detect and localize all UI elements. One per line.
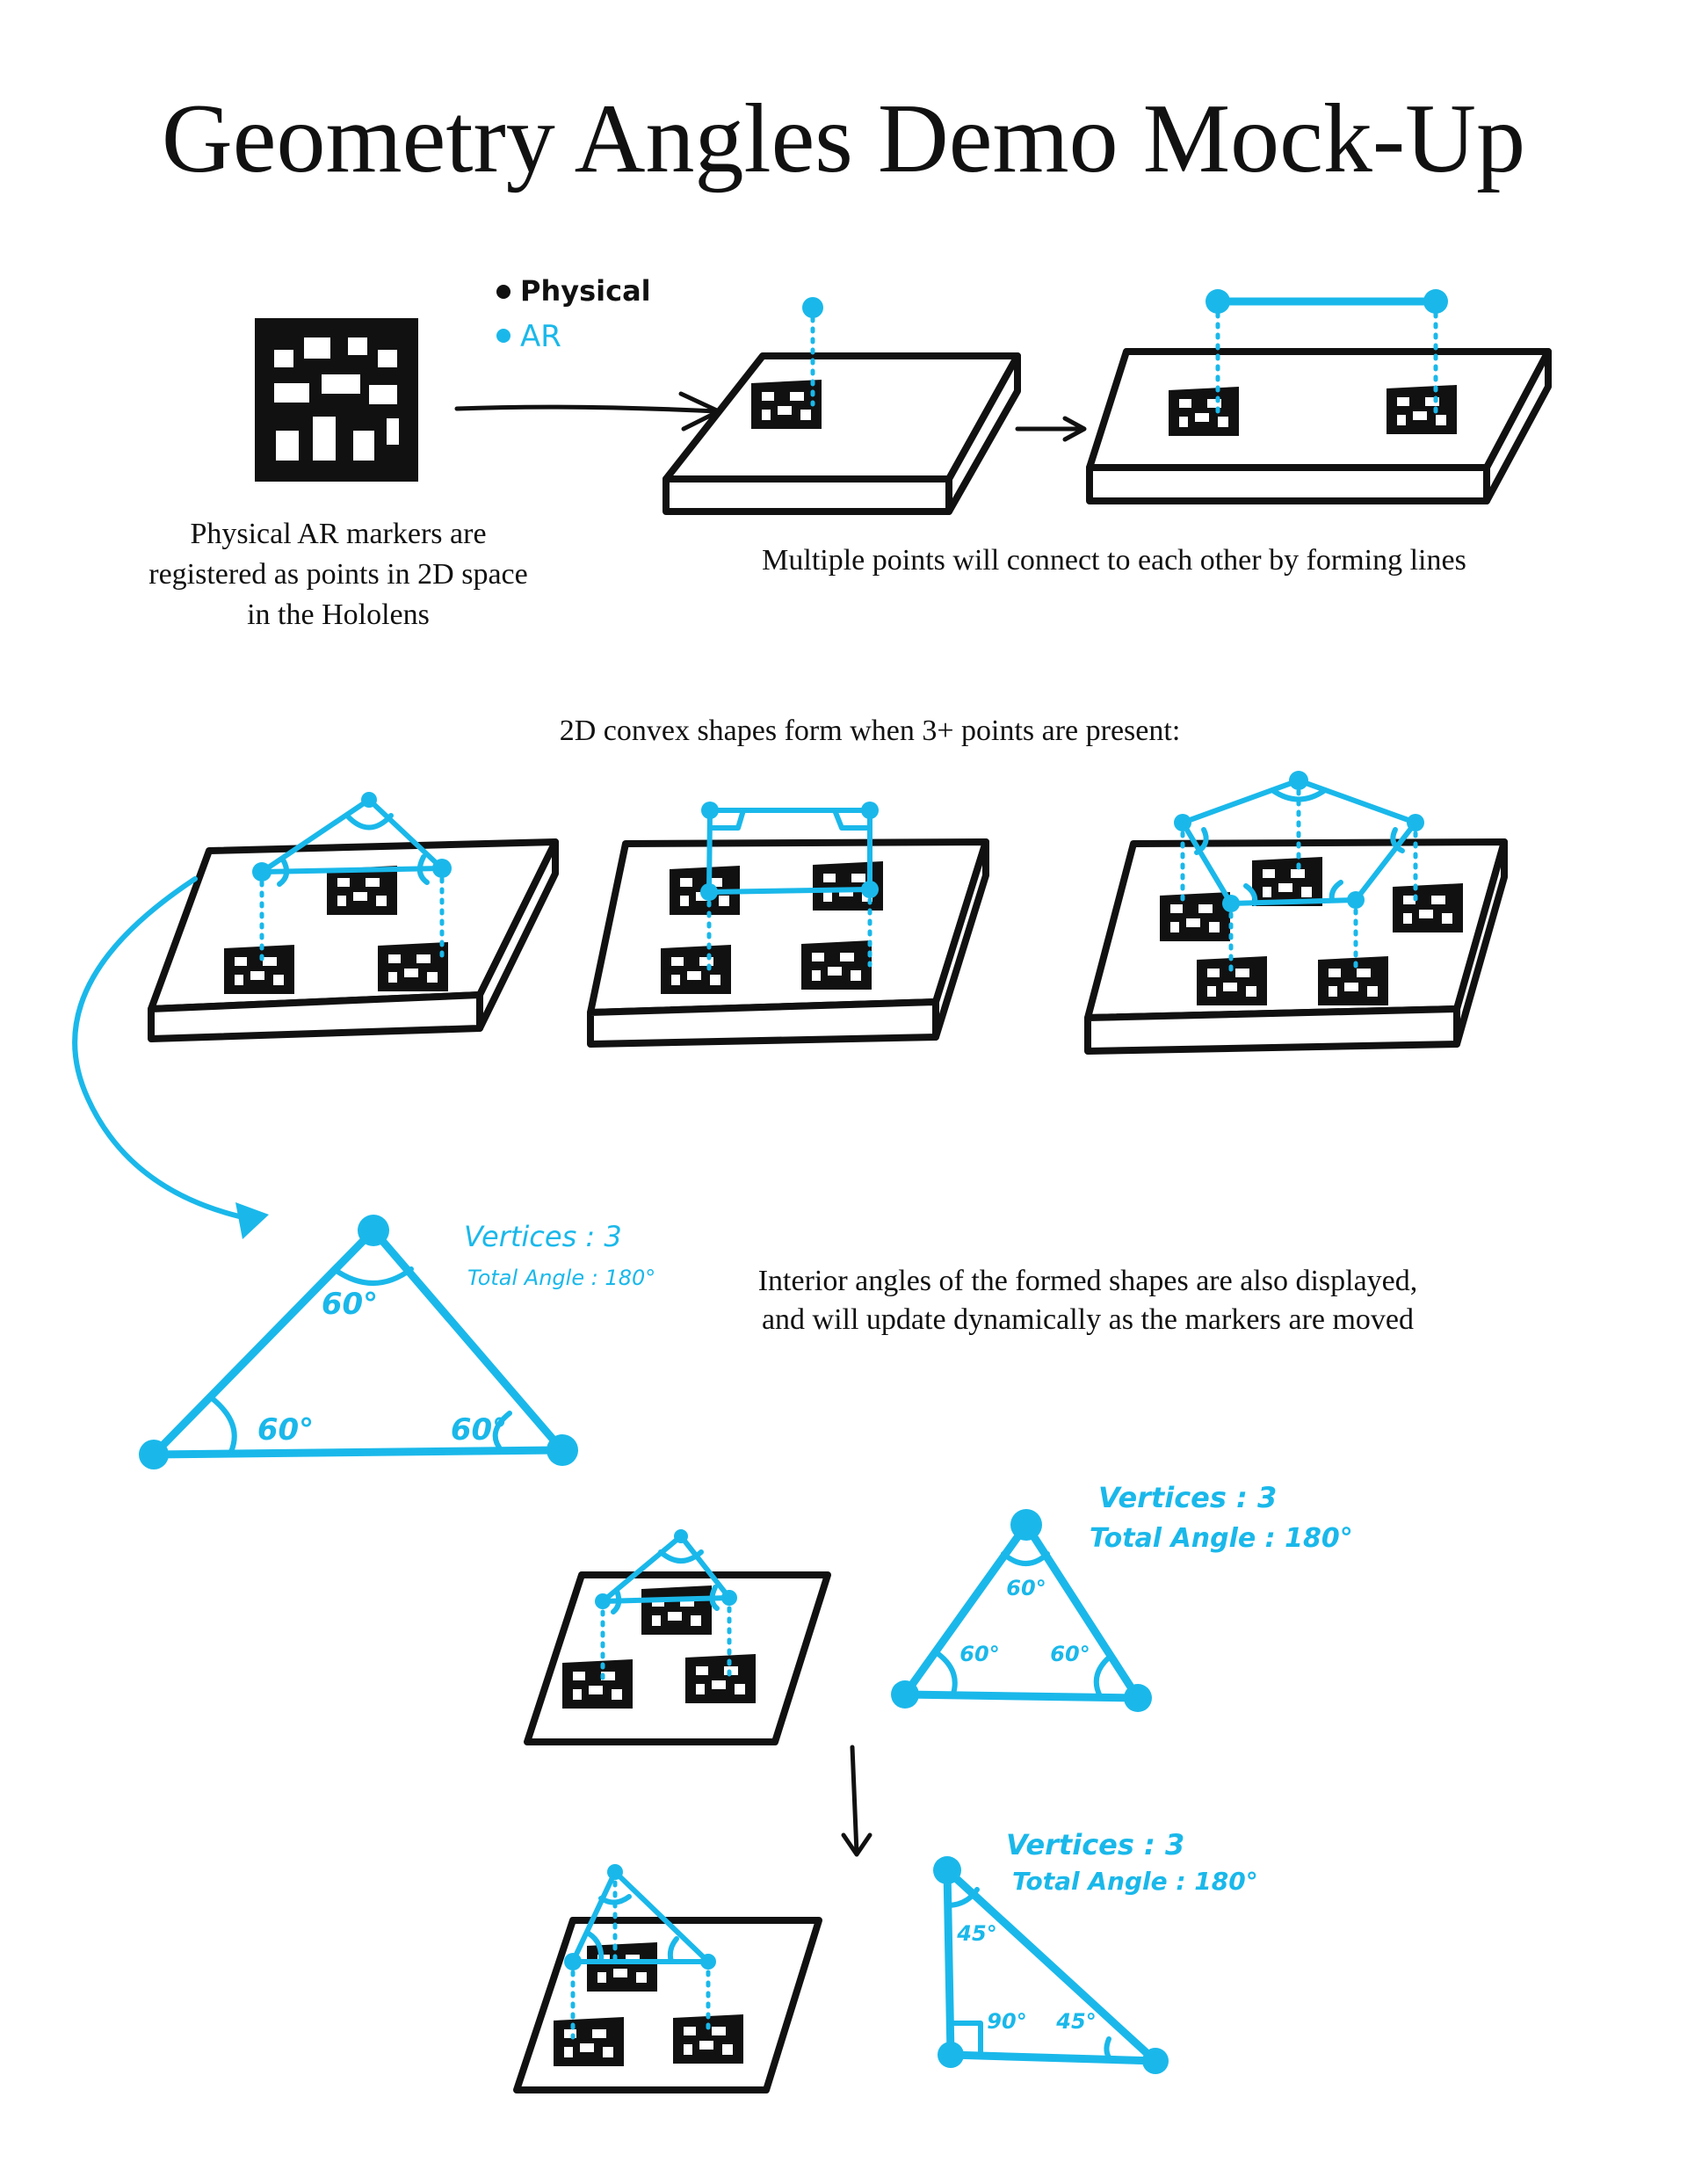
lines-caption: Multiple points will connect to each oth… bbox=[762, 544, 1466, 577]
triangle-before: 60° 60° 60° Vertices : 3 Total Angle : 1… bbox=[891, 1481, 1353, 1712]
ar-point bbox=[802, 297, 823, 318]
markers-caption: Physical AR markers are registered as po… bbox=[148, 518, 528, 631]
after-angle-top: 45° bbox=[956, 1921, 996, 1946]
triangle-after: 45° 90° 45° Vertices : 3 Total Angle : 1… bbox=[933, 1828, 1258, 2074]
svg-text:Physical AR markers are: Physical AR markers are bbox=[190, 518, 486, 550]
shapes-caption: 2D convex shapes form when 3+ points are… bbox=[560, 715, 1181, 747]
svg-text:in the Hololens: in the Hololens bbox=[247, 599, 430, 631]
ar-legend-label: AR bbox=[520, 319, 561, 354]
before-angle-left: 60° bbox=[959, 1642, 999, 1666]
physical-legend-dot bbox=[496, 285, 510, 299]
ar-legend-dot bbox=[496, 329, 510, 343]
board-quadrilateral bbox=[587, 802, 989, 1048]
before-angle-right: 60° bbox=[1050, 1642, 1090, 1666]
large-vertices-label: Vertices : 3 bbox=[464, 1220, 622, 1253]
large-total-angle-label: Total Angle : 180° bbox=[467, 1266, 655, 1290]
after-total-angle-label: Total Angle : 180° bbox=[1012, 1867, 1258, 1896]
physical-legend-label: Physical bbox=[520, 274, 651, 308]
legend: Physical AR bbox=[496, 274, 651, 354]
angles-caption: Interior angles of the formed shapes are… bbox=[758, 1265, 1418, 1336]
before-total-angle-label: Total Angle : 180° bbox=[1090, 1523, 1353, 1554]
svg-text:Interior angles of the formed: Interior angles of the formed shapes are… bbox=[758, 1265, 1418, 1297]
arrow-right-icon bbox=[454, 391, 721, 432]
curved-arrow-icon bbox=[72, 876, 269, 1239]
board-before bbox=[524, 1529, 831, 1745]
after-vertices-label: Vertices : 3 bbox=[1006, 1828, 1184, 1861]
page-title: Geometry Angles Demo Mock-Up bbox=[162, 84, 1525, 193]
after-angle-bottom-right: 45° bbox=[1055, 2009, 1096, 2034]
triangle-large: 60° 60° 60° Vertices : 3 Total Angle : 1… bbox=[139, 1215, 655, 1469]
board-after bbox=[513, 1864, 822, 2093]
before-vertices-label: Vertices : 3 bbox=[1098, 1481, 1277, 1514]
large-angle-right: 60° bbox=[451, 1412, 507, 1448]
before-angle-top: 60° bbox=[1006, 1576, 1046, 1600]
board-triangle bbox=[148, 792, 559, 1042]
large-angle-left: 60° bbox=[257, 1412, 314, 1448]
large-angle-top: 60° bbox=[322, 1287, 378, 1322]
board-single-marker bbox=[662, 297, 1021, 515]
board-two-markers bbox=[1086, 289, 1552, 504]
svg-text:registered as points in 2D spa: registered as points in 2D space bbox=[148, 558, 528, 591]
arrow-right-icon-2 bbox=[1015, 416, 1087, 442]
after-angle-right-angle: 90° bbox=[987, 2009, 1026, 2034]
board-pentagon bbox=[1084, 771, 1508, 1055]
ar-marker-icon bbox=[255, 318, 418, 482]
svg-text:and will update dynamically as: and will update dynamically as the marke… bbox=[762, 1303, 1414, 1336]
arrow-down-icon bbox=[841, 1745, 872, 1857]
